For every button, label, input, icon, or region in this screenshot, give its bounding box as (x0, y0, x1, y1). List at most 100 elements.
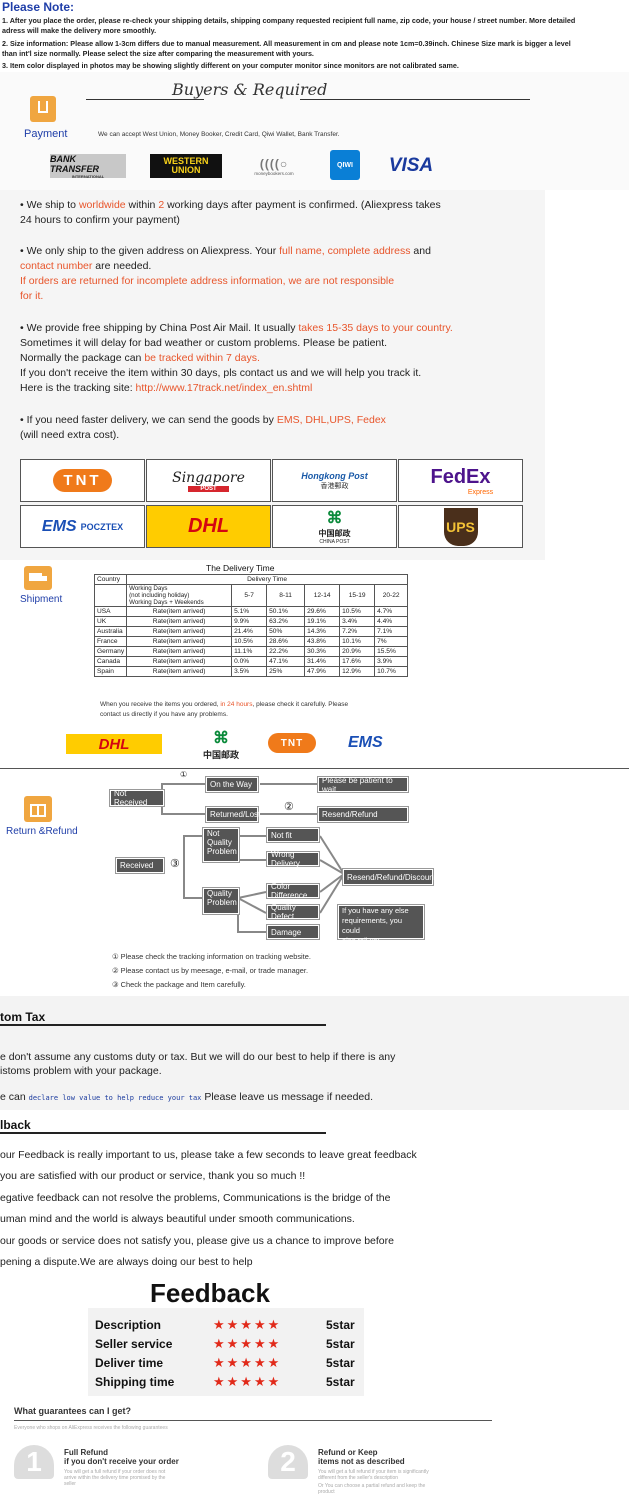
guarantee-1-title: if you don't receive your order (64, 1457, 179, 1466)
guarantee-1-desc: arrive within the delivery time promised… (64, 1475, 166, 1481)
be-patient-box: Please be patient to wait (318, 776, 408, 794)
feedback-heading: lback (0, 1118, 31, 1132)
note-line: 3. Item color displayed in photos may be… (2, 61, 459, 70)
shipping-line: 24 hours to confirm your payment) (20, 214, 180, 226)
dhl-logo-small: DHL (66, 734, 162, 754)
working-days-header: Working Days (not including holiday) Wor… (126, 584, 233, 607)
customs-line: e can declare low value to help reduce y… (0, 1091, 374, 1103)
note-line: than int'l size normally. Please select … (2, 49, 314, 58)
tracking-site: Here is the tracking site: http://www.17… (20, 382, 313, 394)
divider (0, 768, 629, 769)
divider (86, 99, 204, 100)
range-header: 15-19 (339, 584, 376, 607)
rating-stars: ★★★★★ (213, 1336, 282, 1351)
feedback-line: uman mind and the world is always beauti… (0, 1213, 355, 1225)
moneybookers-logo: ((((○ moneybookers.com (254, 156, 294, 176)
tnt-logo: TNT (20, 459, 145, 502)
buyers-required-heading: Buyers & Required (172, 80, 328, 99)
customs-line: istoms problem with your package. (0, 1065, 162, 1077)
received-box: Received (116, 858, 164, 873)
quality-defect-box: Quality Defect (267, 903, 319, 921)
resend-refund-box: Resend/Refund (318, 807, 408, 822)
shipping-line: contact number are needed. (20, 260, 152, 272)
not-fit-box: Not fit (267, 828, 319, 842)
feedback-rating-card (88, 1308, 364, 1396)
country-header: Country (93, 574, 128, 585)
shipping-paragraph-2: • We only ship to the given address on A… (20, 245, 431, 257)
dhl-logo: DHL (146, 505, 271, 548)
returned-lost-box: Returned/Lost (206, 807, 260, 822)
guarantee-1-desc: You will get a full refund if your order… (64, 1469, 166, 1475)
china-post-logo: ⌘ 中国邮政 CHINA POST (272, 505, 397, 548)
rating-value: 5star (326, 1356, 355, 1370)
rating-value: 5star (326, 1318, 355, 1332)
shipping-line: If you don't receive the item within 30 … (20, 367, 422, 379)
rating-value: 5star (326, 1375, 355, 1389)
divider (14, 1420, 492, 1421)
customs-line: e don't assume any customs duty or tax. … (0, 1051, 396, 1063)
tracking-link[interactable]: http://www.17track.net/index_en.shtml (135, 382, 313, 394)
please-note-title: Please Note: (2, 0, 75, 14)
rating-label: Seller service (95, 1337, 173, 1351)
shipping-warning: for it. (20, 290, 44, 302)
on-the-way-box: On the Way (206, 777, 258, 792)
delivery-note: contact us directly if you have any prob… (100, 711, 228, 718)
payment-icon (30, 96, 56, 122)
ups-logo: UPS (398, 505, 523, 548)
visa-logo: VISA (388, 155, 434, 176)
shipping-line: Sometimes it will delay for bad weather … (20, 337, 388, 349)
return-step: ② Please contact us by meesage, e-mail, … (112, 966, 309, 975)
wrong-delivery-box: Wrong Delivery (267, 850, 319, 868)
rating-stars: ★★★★★ (213, 1355, 282, 1370)
return-step: ③ Check the package and Item carefully. (112, 980, 246, 989)
tnt-logo-small: TNT (268, 733, 316, 753)
payment-label: Payment (24, 128, 68, 140)
china-post-logo-small: ⌘ 中国邮政 (202, 730, 239, 760)
shipping-line: Normally the package can be tracked with… (20, 352, 260, 364)
divider (0, 1024, 326, 1026)
shipment-label: Shipment (20, 594, 63, 605)
resend-refund-discount-box: Resend/Refund/Discount (343, 869, 436, 885)
guarantee-2-desc: different from the seller's description (318, 1475, 399, 1481)
rating-value: 5star (326, 1337, 355, 1351)
fedex-logo: FedEx Express (398, 459, 523, 502)
shipping-paragraph-4: • If you need faster delivery, we can se… (20, 414, 386, 426)
color-difference-box: Color Difference (267, 882, 319, 900)
divider (300, 99, 530, 100)
feedback-line: egative feedback can not resolve the pro… (0, 1192, 391, 1204)
rating-label: Shipping time (95, 1375, 175, 1389)
rating-stars: ★★★★★ (213, 1374, 282, 1389)
return-refund-label: Return &Refund (6, 826, 78, 837)
customs-section (0, 996, 629, 1110)
bank-transfer-logo: BANK TRANSFER INTERNATIONAL (50, 154, 126, 179)
rating-label: Deliver time (95, 1356, 164, 1370)
delivery-time-table: Country Delivery Time Working Days (not … (93, 574, 409, 677)
guarantee-1-badge: 1 (14, 1445, 54, 1479)
guarantee-2-desc: Or You can choose a partial refund and k… (318, 1483, 426, 1489)
singapore-post-logo: Singapore POST (146, 459, 271, 502)
not-received-box: Not Received (110, 789, 164, 807)
guarantees-heading: What guarantees can I get? (14, 1406, 132, 1416)
shipping-paragraph-1: • We ship to worldwide within 2 working … (20, 199, 441, 211)
note-line: 1. After you place the order, please re-… (2, 16, 576, 25)
feedback-line: our Feedback is really important to us, … (0, 1149, 417, 1161)
shipping-warning: If orders are returned for incomplete ad… (20, 275, 395, 287)
rating-stars: ★★★★★ (213, 1317, 282, 1332)
feedback-line: our goods or service does not satisfy yo… (0, 1235, 394, 1247)
guarantee-2-badge: 2 (268, 1445, 308, 1479)
guarantee-2-desc: You will get a full refund if your item … (318, 1469, 429, 1475)
delivery-time-title: The Delivery Time (206, 563, 275, 573)
ems-logo-small: EMS (348, 734, 383, 751)
gift-icon (24, 796, 52, 822)
note-line: adress will make the delivery more smoot… (2, 26, 157, 35)
